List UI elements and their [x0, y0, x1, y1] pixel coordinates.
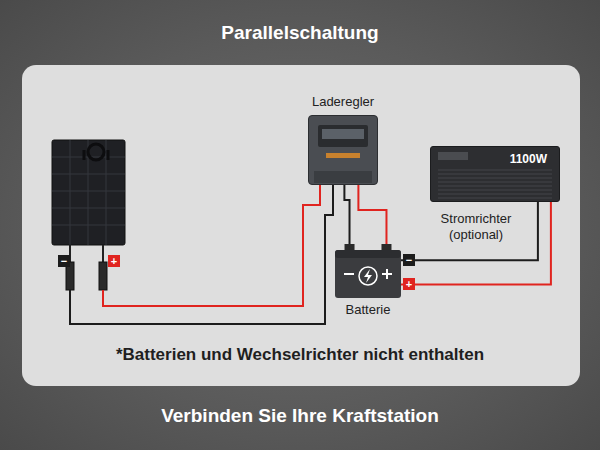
- panel-cables: [66, 185, 333, 324]
- cable: [358, 185, 386, 244]
- polarity-mark: +: [108, 255, 120, 267]
- battery-graphic: [335, 244, 401, 298]
- content-panel: [22, 65, 580, 386]
- diagram-title: Parallelschaltung: [0, 22, 600, 45]
- polarity-mark: −: [58, 255, 70, 267]
- component-label: Stromrichter (optional): [427, 211, 525, 242]
- component-label: Laderegler: [312, 94, 374, 110]
- charge-controller-graphic: [308, 115, 378, 185]
- polarity-mark: +: [403, 278, 415, 290]
- inverter: 1100WStromrichter (optional): [430, 146, 560, 202]
- component-label: Batterie: [346, 302, 391, 318]
- power-rating: 1100W: [508, 152, 549, 166]
- cable: [401, 202, 551, 285]
- cable: [401, 202, 538, 260]
- solar-panel: [52, 140, 125, 245]
- polarity-mark: −: [403, 254, 415, 266]
- battery: Batterie: [335, 244, 401, 298]
- diagram-caption: Verbinden Sie Ihre Kraftstation: [0, 405, 600, 428]
- footnote: *Batterien und Wechselrichter nicht enth…: [0, 345, 600, 365]
- cable: [344, 185, 349, 244]
- charge-controller: Laderegler: [308, 115, 378, 185]
